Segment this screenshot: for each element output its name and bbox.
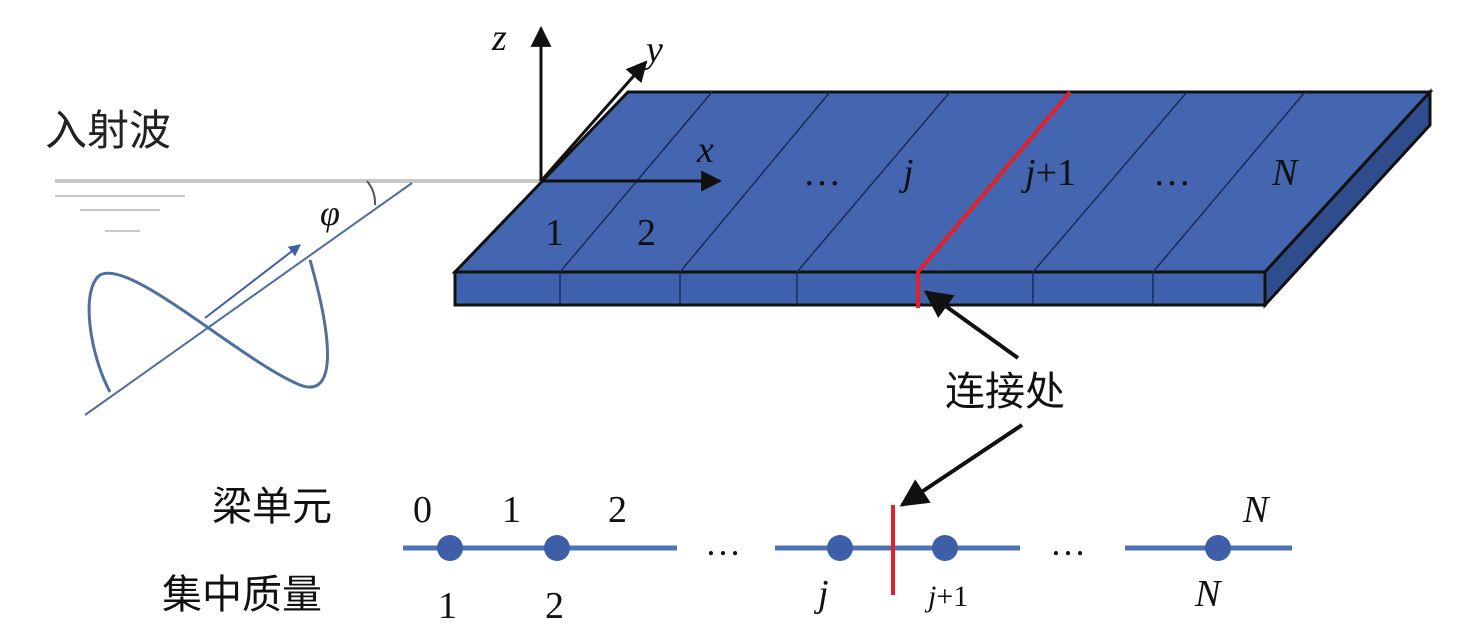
plate-segment-ellipsis-2: …: [1153, 152, 1191, 194]
plate-segment-ellipsis-1: …: [803, 152, 841, 194]
mass-nodes: [437, 535, 1231, 561]
mass-number-1: 1: [438, 585, 457, 627]
mass-node-j: [827, 535, 853, 561]
plate-segment-labels: 1 2 … j j+1 … N: [545, 152, 1300, 254]
x-axis-label: x: [696, 129, 714, 171]
angle-arc: [366, 180, 377, 206]
mass-number-jp1: j+1: [924, 580, 968, 613]
connection-arrow-lower: [899, 423, 1024, 507]
plate-connection-line: [916, 90, 1072, 308]
mass-number-N: N: [1194, 573, 1223, 615]
incident-wave-symbol: φ: [84, 180, 413, 416]
beam-number-1: 1: [502, 489, 521, 531]
plate: 1 2 … j j+1 … N: [451, 88, 1434, 309]
mass-number-j: j: [813, 573, 829, 615]
connection-arrow-upper: [923, 290, 1020, 360]
beam-ellipsis-1: …: [705, 523, 741, 563]
angle-label: φ: [320, 193, 340, 233]
plate-side-face: [1263, 88, 1432, 309]
beam-number-2: 2: [608, 489, 627, 531]
mass-node-N: [1205, 535, 1231, 561]
lumped-mass-label: 集中质量: [162, 572, 322, 618]
beam-ellipses: … …: [705, 523, 1086, 563]
wave-curve: [87, 259, 329, 393]
beam-model: 梁单元 集中质量 … … 0 1 2 N 1 2 j: [162, 484, 1292, 627]
wave-direction-arrow: [204, 244, 301, 319]
y-axis: [539, 60, 648, 182]
mass-node-jp1: [932, 535, 958, 561]
coordinate-axes: z x y: [491, 17, 723, 192]
incident-wave-label: 入射波: [45, 106, 171, 155]
beam-number-0: 0: [413, 489, 432, 531]
connection-callout: 连接处: [899, 290, 1065, 507]
plate-segment-jp1: j+1: [1020, 152, 1076, 194]
wave-direction-line: [84, 182, 413, 416]
mass-node-1: [437, 535, 463, 561]
mass-node-2: [544, 535, 570, 561]
z-axis-label: z: [491, 17, 507, 59]
plate-segment-N: N: [1271, 152, 1300, 194]
y-axis-label: y: [642, 29, 663, 71]
connection-label: 连接处: [945, 369, 1065, 415]
mass-number-2: 2: [545, 585, 564, 627]
mass-node-numbers: 1 2 j j+1 N: [438, 573, 1223, 627]
plate-front-face: [453, 270, 1267, 307]
plate-segment-1: 1: [545, 212, 564, 254]
water-surface: [55, 179, 540, 232]
plate-segment-2: 2: [637, 212, 656, 254]
beam-element-numbers: 0 1 2 N: [413, 489, 1271, 531]
beam-element-label: 梁单元: [212, 484, 332, 530]
plate-segment-lines: [559, 91, 1306, 305]
beam-ellipsis-2: …: [1050, 523, 1086, 563]
beam-number-N: N: [1242, 489, 1271, 531]
